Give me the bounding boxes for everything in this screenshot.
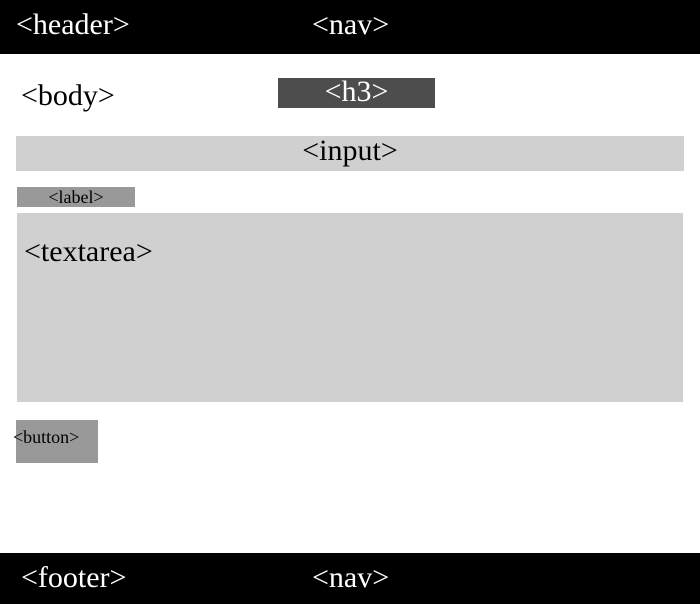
footer-bar: <footer> <nav> bbox=[0, 553, 700, 604]
label-block: <label> bbox=[17, 187, 135, 207]
h3-label: <h3> bbox=[324, 78, 389, 108]
button-block: <button> bbox=[13, 420, 98, 463]
header-nav-label: <nav> bbox=[312, 8, 390, 41]
textarea-block: <textarea> bbox=[17, 213, 683, 402]
label-label: <label> bbox=[48, 187, 104, 207]
button-label: <button> bbox=[13, 427, 80, 447]
header-bar: <header> <nav> bbox=[0, 0, 700, 54]
header-label: <header> bbox=[16, 8, 130, 41]
input-label: <input> bbox=[302, 134, 398, 167]
body-label: <body> bbox=[21, 79, 115, 112]
h3-block: <h3> bbox=[278, 78, 435, 108]
input-block: <input> bbox=[16, 136, 684, 171]
footer-label: <footer> bbox=[21, 561, 127, 594]
footer-nav-label: <nav> bbox=[312, 561, 390, 594]
textarea-label: <textarea> bbox=[24, 235, 153, 268]
